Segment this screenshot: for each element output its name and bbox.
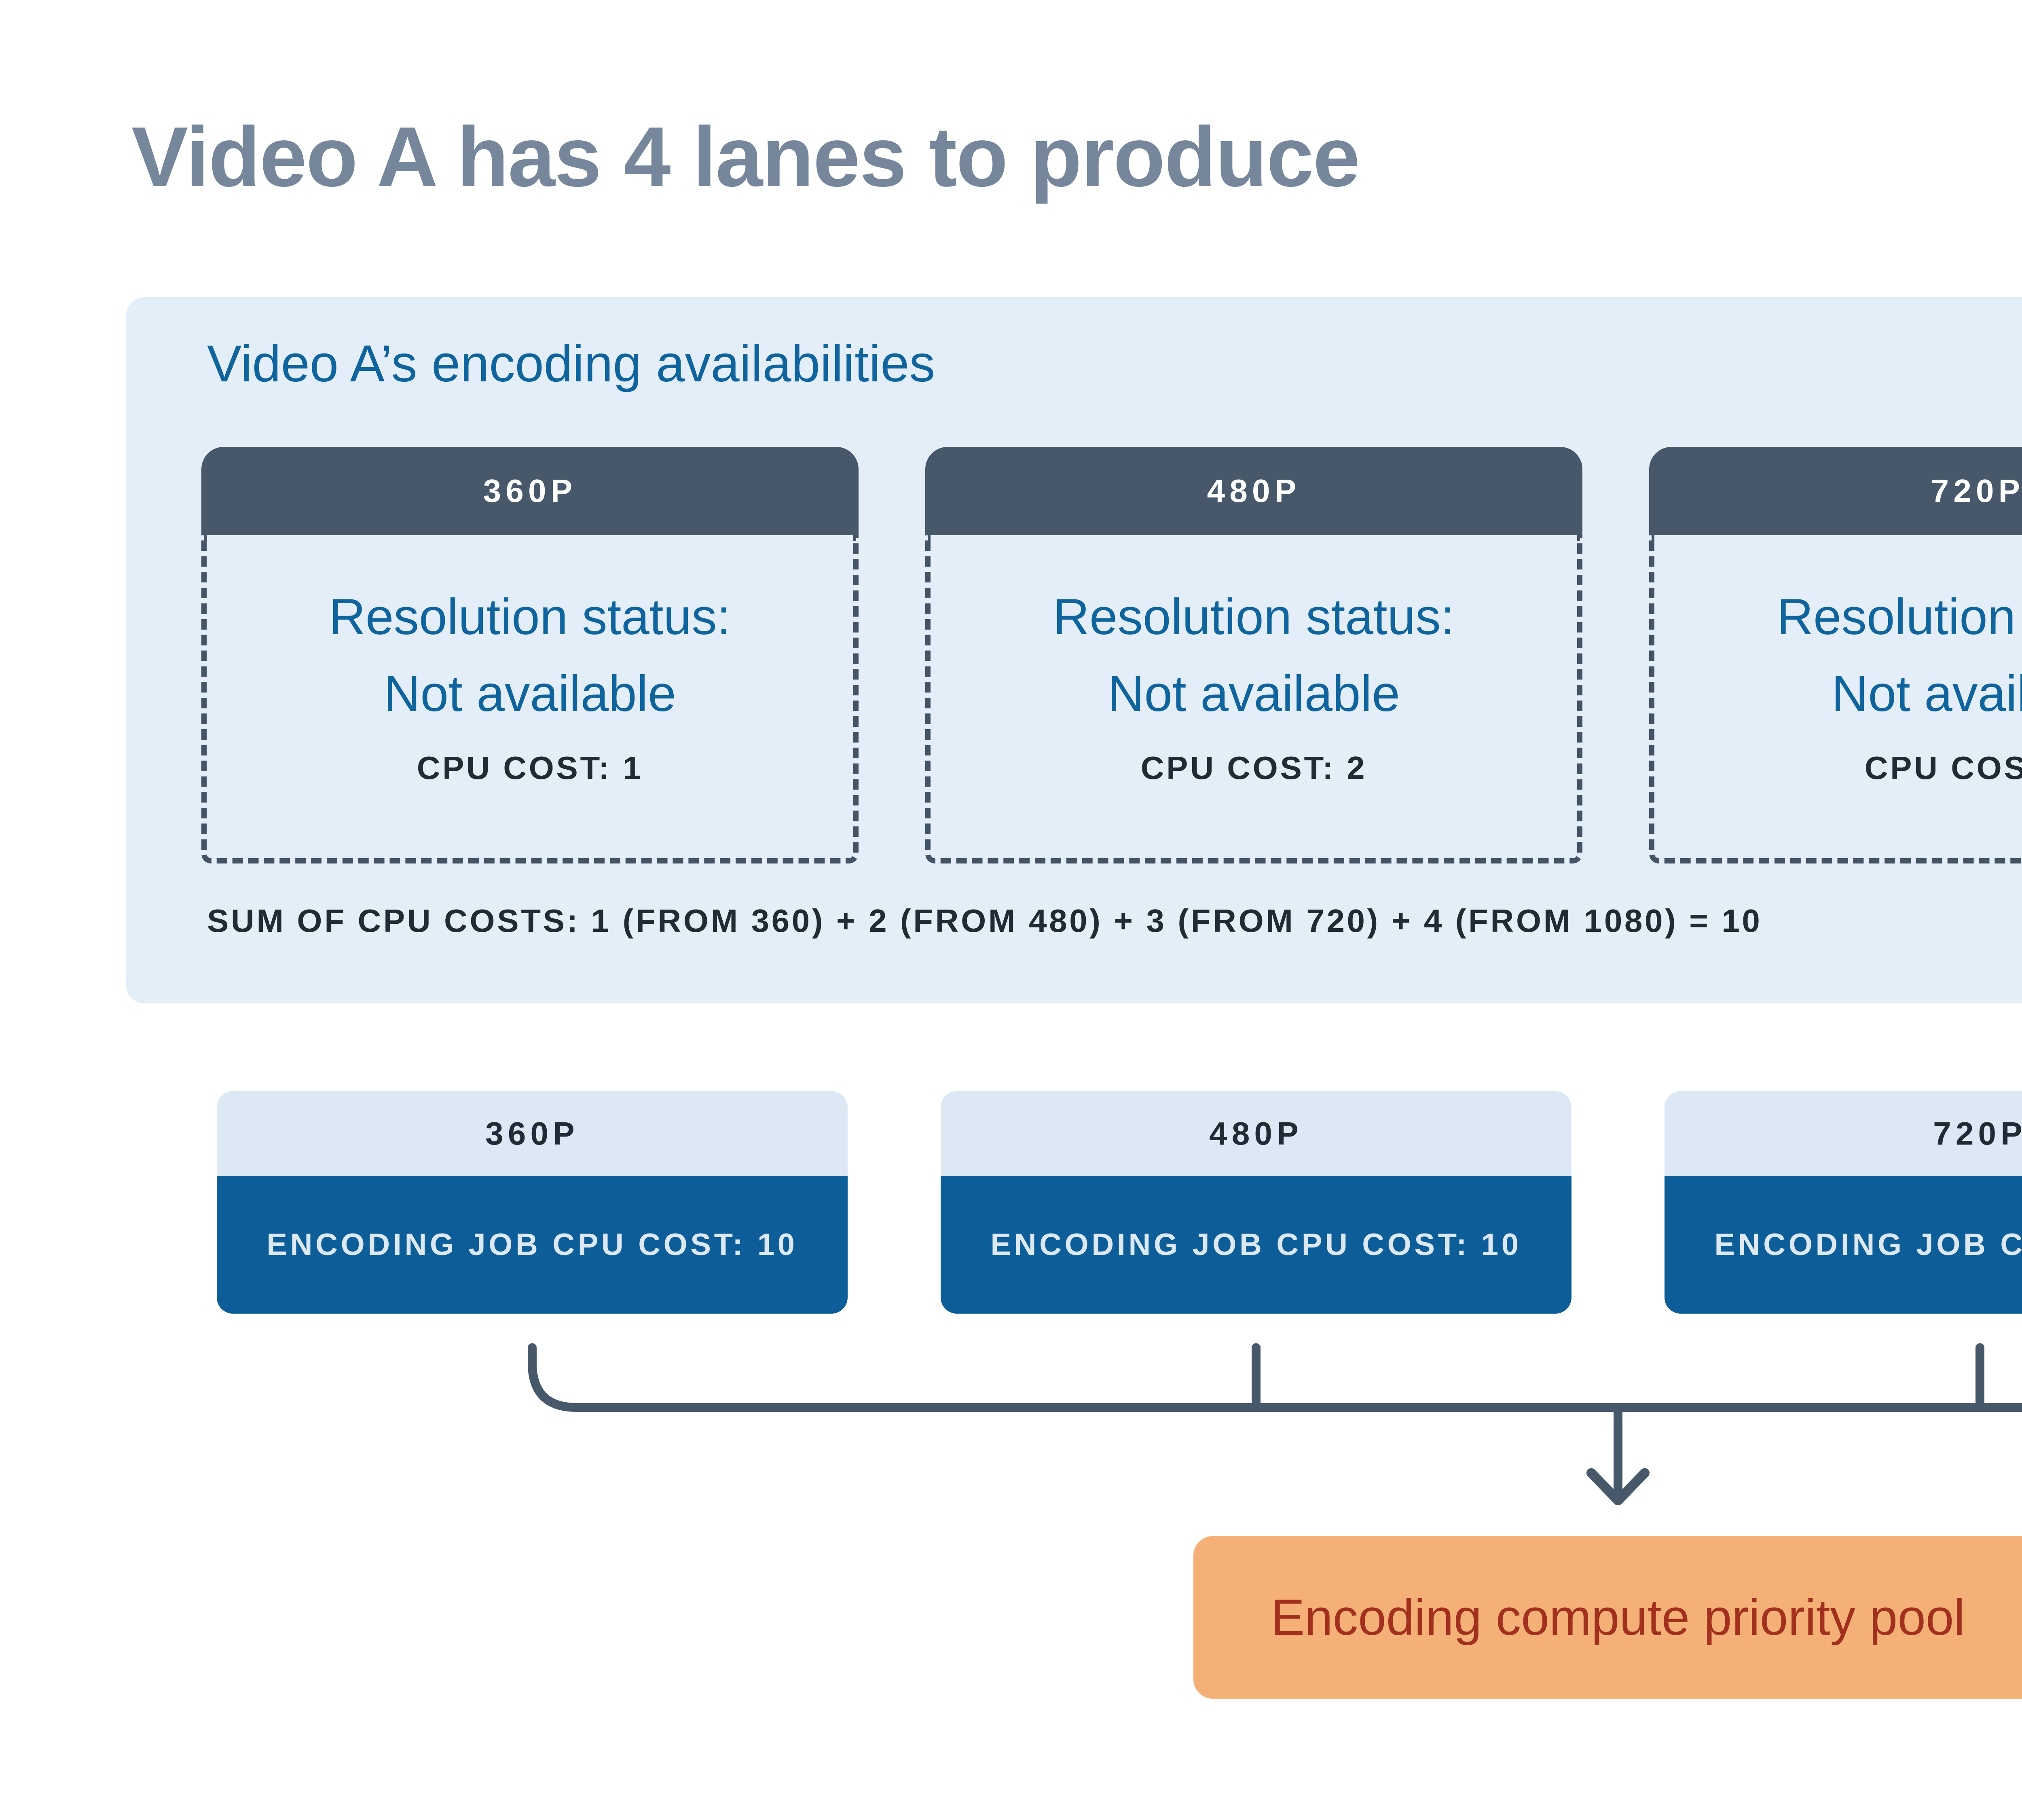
- job-resolution-header-480p: 480P: [941, 1091, 1571, 1176]
- panel-heading: Video A’s encoding availabilities: [207, 335, 935, 393]
- bracket-line: [528, 1343, 2022, 1412]
- resolution-header-720p: 720P: [1649, 447, 2022, 535]
- page-title: Video A has 4 lanes to produce: [131, 109, 1360, 204]
- job-resolution-header-360p: 360P: [217, 1091, 848, 1176]
- resolution-status: Resolution status: Not available: [1777, 579, 2022, 732]
- priority-pool-box: Encoding compute priority pool: [1193, 1536, 2022, 1699]
- availabilities-panel: Video A’s encoding availabilities 360P R…: [126, 297, 2022, 1003]
- encoding-jobs-row: 360P ENCODING JOB CPU COST: 10 480P ENCO…: [217, 1091, 2022, 1314]
- status-line-1: Resolution status:: [1777, 589, 2022, 645]
- job-cpu-cost-label: ENCODING JOB CPU COST: 10: [1665, 1176, 2022, 1314]
- status-line-2: Not available: [1832, 666, 2022, 722]
- priority-pool-label: Encoding compute priority pool: [1271, 1589, 1965, 1646]
- resolution-status: Resolution status: Not available: [1053, 579, 1455, 732]
- cpu-cost-label: CPU COST: 2: [1140, 750, 1367, 786]
- job-resolution-header-720p: 720P: [1665, 1091, 2022, 1176]
- cpu-cost-label: CPU COST: 1: [417, 750, 643, 786]
- encoding-job-card-480p: 480P ENCODING JOB CPU COST: 10: [941, 1091, 1571, 1314]
- availability-cards-row: 360P Resolution status: Not available CP…: [201, 447, 2022, 863]
- cpu-cost-label: CPU COST: 3: [1864, 750, 2022, 786]
- resolution-body-480p: Resolution status: Not available CPU COS…: [925, 535, 1582, 863]
- resolution-status: Resolution status: Not available: [329, 579, 731, 732]
- availability-card-480p: 480P Resolution status: Not available CP…: [925, 447, 1582, 863]
- status-line-2: Not available: [384, 666, 676, 722]
- arrow-down-icon: [1586, 1403, 1650, 1505]
- status-line-1: Resolution status:: [1053, 589, 1455, 645]
- cpu-cost-sum: SUM OF CPU COSTS: 1 (FROM 360) + 2 (FROM…: [207, 903, 1762, 939]
- resolution-header-360p: 360P: [201, 447, 859, 535]
- job-cpu-cost-label: ENCODING JOB CPU COST: 10: [217, 1176, 848, 1314]
- resolution-header-480p: 480P: [925, 447, 1582, 535]
- encoding-job-card-360p: 360P ENCODING JOB CPU COST: 10: [217, 1091, 848, 1314]
- job-cpu-cost-label: ENCODING JOB CPU COST: 10: [941, 1176, 1571, 1314]
- encoding-job-card-720p: 720P ENCODING JOB CPU COST: 10: [1665, 1091, 2022, 1314]
- availability-card-720p: 720P Resolution status: Not available CP…: [1649, 447, 2022, 863]
- status-line-2: Not available: [1108, 666, 1400, 722]
- resolution-body-360p: Resolution status: Not available CPU COS…: [201, 535, 859, 863]
- resolution-body-720p: Resolution status: Not available CPU COS…: [1649, 535, 2022, 863]
- status-line-1: Resolution status:: [329, 589, 731, 645]
- availability-card-360p: 360P Resolution status: Not available CP…: [201, 447, 859, 863]
